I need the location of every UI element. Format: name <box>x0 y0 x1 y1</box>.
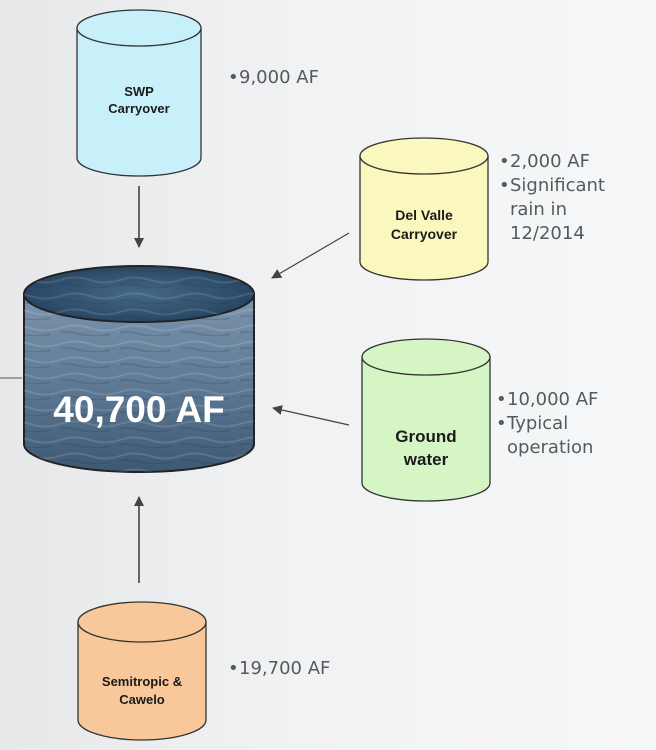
del-valle-cylinder: Del Valle Carryover <box>359 137 489 281</box>
del-valle-note-2: Significant rain in 12/2014 <box>499 174 645 246</box>
groundwater-label-line1: Ground <box>395 427 456 446</box>
semitropic-cylinder: Semitropic & Cawelo <box>77 601 207 741</box>
swp-carryover-cylinder: SWP Carryover <box>76 9 202 177</box>
del-valle-note-1: 2,000 AF <box>499 150 649 174</box>
swp-label-line1: SWP <box>124 84 154 99</box>
groundwater-notes: 10,000 AF Typical operation <box>496 388 646 460</box>
semitropic-label-line2: Cawelo <box>119 692 165 707</box>
arrow-del-valle <box>271 232 350 279</box>
groundwater-note-1: 10,000 AF <box>496 388 646 412</box>
semitropic-note-1: 19,700 AF <box>228 657 330 681</box>
swp-label-line2: Carryover <box>108 101 169 116</box>
semitropic-notes: 19,700 AF <box>228 657 330 681</box>
del-valle-label-line1: Del Valle <box>395 207 453 223</box>
semitropic-label-line1: Semitropic & <box>102 674 182 689</box>
groundwater-note-2: Typical operation <box>496 412 627 460</box>
arrow-groundwater <box>272 405 350 426</box>
groundwater-label-line2: water <box>403 450 449 469</box>
groundwater-cylinder: Ground water <box>361 338 491 502</box>
swp-note-1: 9,000 AF <box>228 66 319 90</box>
total-volume-label: 40,700 AF <box>53 389 224 430</box>
del-valle-notes: 2,000 AF Significant rain in 12/2014 <box>499 150 649 246</box>
swp-notes: 9,000 AF <box>228 66 319 90</box>
total-storage-cylinder: 40,700 AF <box>23 265 255 473</box>
del-valle-label-line2: Carryover <box>391 226 458 242</box>
